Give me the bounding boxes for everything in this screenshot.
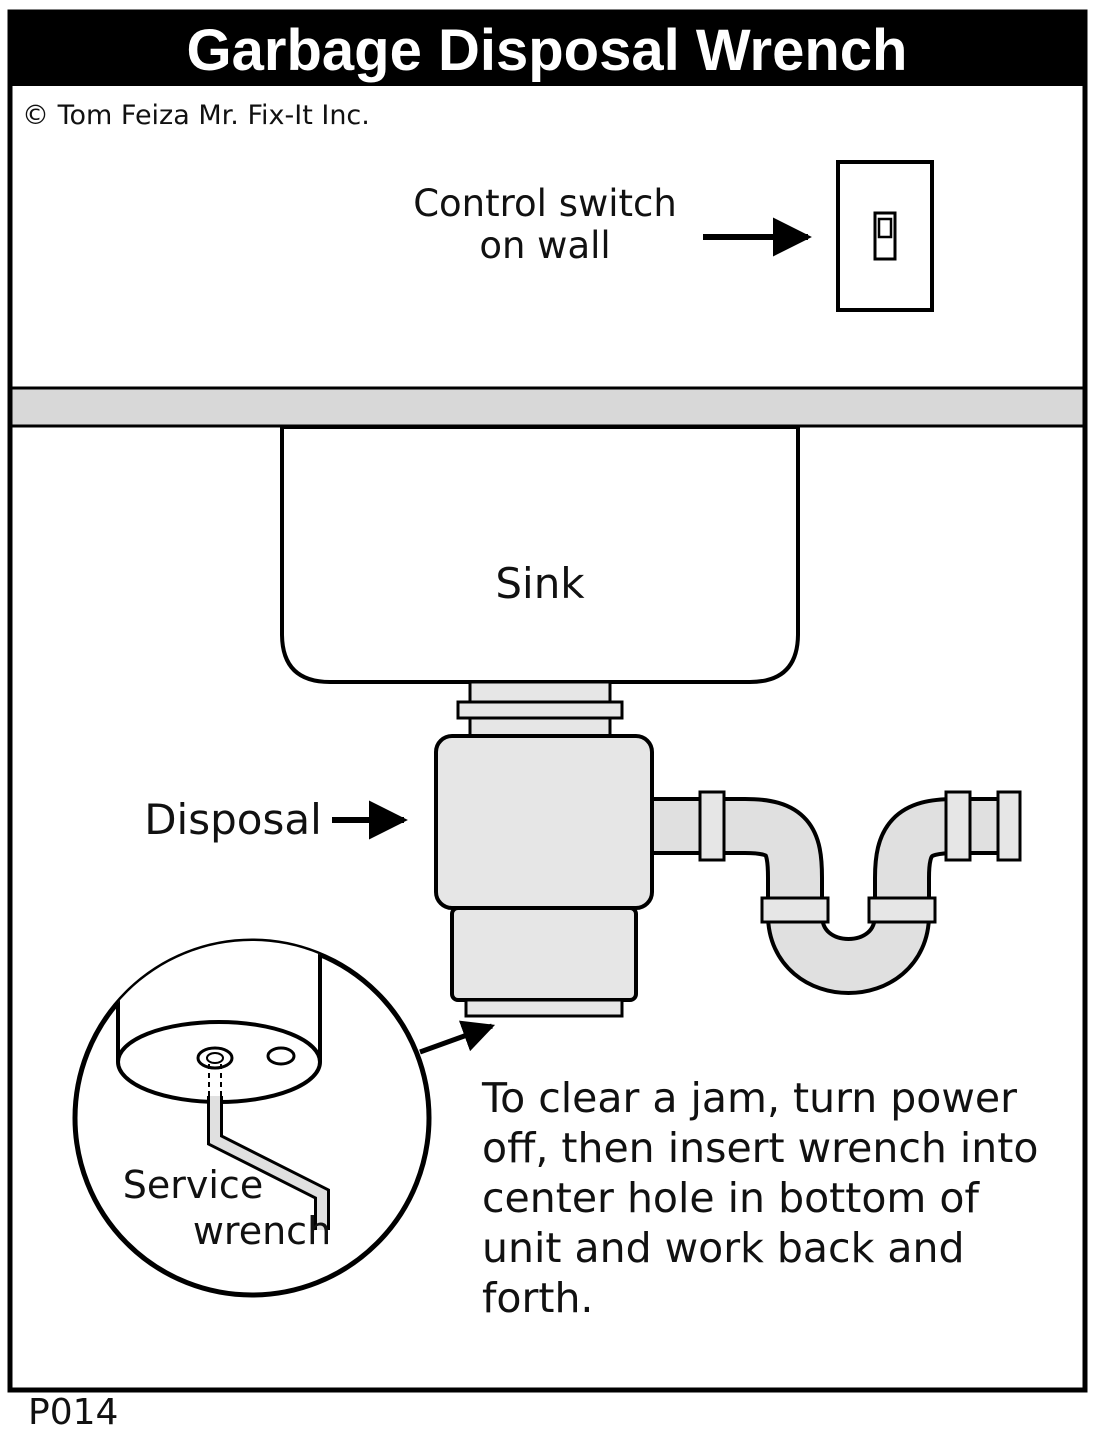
center-hole-inner: [206, 1052, 224, 1064]
pipe-coupling-right: [867, 896, 937, 924]
tailpiece-upper: [468, 680, 612, 704]
disposal-body: [434, 734, 654, 910]
sink-basin: [280, 425, 800, 684]
inset-leader-arrow: [419, 1020, 496, 1055]
disposal-motor-housing: [450, 906, 638, 1002]
service-wrench-label-line1: Service: [123, 1163, 263, 1207]
inset-detail: Service wrench: [72, 938, 496, 1298]
pipe-coupling-left: [760, 896, 830, 924]
copyright: © Tom Feiza Mr. Fix-It Inc.: [22, 100, 370, 131]
control-switch-label-line1: Control switch: [413, 182, 677, 225]
tailpiece-group: [456, 680, 624, 738]
tailpiece-lower: [468, 716, 612, 738]
disposal-base-plate: [464, 998, 624, 1018]
sink-label: Sink: [495, 559, 585, 608]
disposal-unit: [434, 734, 654, 1018]
disposal-label: Disposal: [144, 795, 322, 844]
drain-pipe: [652, 801, 1004, 991]
service-wrench: [210, 1096, 327, 1230]
instructions-text: To clear a jam, turn power off, then ins…: [481, 1074, 1038, 1322]
instructions-line-1: To clear a jam, turn power: [481, 1074, 1017, 1122]
switch-toggle-paddle: [877, 217, 893, 239]
wall-switch: [836, 160, 934, 312]
control-switch-label-line2: on wall: [479, 224, 610, 267]
page-code: P014: [28, 1392, 118, 1433]
instructions-line-2: off, then insert wrench into: [482, 1124, 1038, 1172]
pipe-coupling-horizontal: [944, 790, 972, 862]
tailpiece-flange: [456, 700, 624, 720]
title-bar: [10, 12, 1085, 86]
side-hole: [266, 1046, 296, 1066]
countertop: [8, 386, 1087, 428]
page-title: Garbage Disposal Wrench: [187, 18, 908, 83]
drain-pipe-group: [652, 790, 1022, 995]
inset-content: Service wrench: [116, 941, 331, 1253]
pipe-end-coupling: [996, 790, 1022, 862]
instructions-line-5: forth.: [482, 1274, 593, 1322]
diagram-frame: [7, 9, 1088, 1393]
instructions-line-3: center hole in bottom of: [482, 1174, 980, 1222]
pipe-coupling-outlet: [698, 790, 726, 862]
service-wrench-label-line2: wrench: [193, 1209, 331, 1253]
instructions-line-4: unit and work back and: [482, 1224, 965, 1272]
